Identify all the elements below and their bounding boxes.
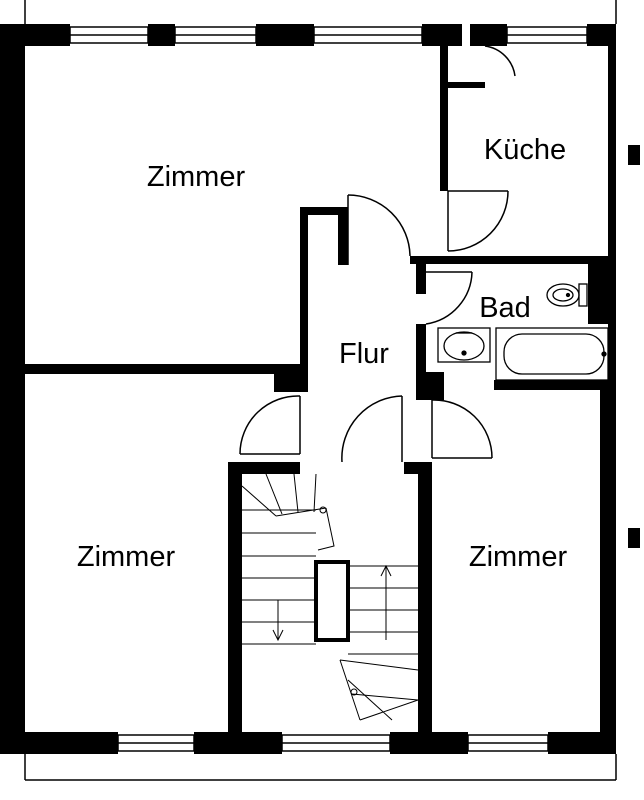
room-label-kueche: Küche bbox=[484, 134, 566, 166]
interior-walls bbox=[25, 46, 610, 732]
room-label-flur: Flur bbox=[339, 338, 389, 370]
room-label-zimmer-bottom-left: Zimmer bbox=[77, 541, 176, 573]
toilet-icon bbox=[546, 283, 588, 307]
room-label-bad: Bad bbox=[479, 292, 531, 324]
bathtub-icon bbox=[495, 327, 609, 381]
room-label-zimmer-bottom-right: Zimmer bbox=[469, 541, 568, 573]
exterior-walls bbox=[0, 24, 640, 754]
windows bbox=[69, 26, 588, 752]
outer-outline bbox=[24, 0, 617, 781]
doors bbox=[239, 45, 516, 463]
bathroom-fixtures bbox=[437, 283, 609, 381]
room-labels: Zimmer Küche Bad Flur Zimmer Zimmer bbox=[77, 134, 568, 573]
washbasin-icon bbox=[437, 327, 491, 363]
staircase bbox=[241, 473, 419, 721]
room-label-zimmer-top-left: Zimmer bbox=[147, 161, 246, 193]
